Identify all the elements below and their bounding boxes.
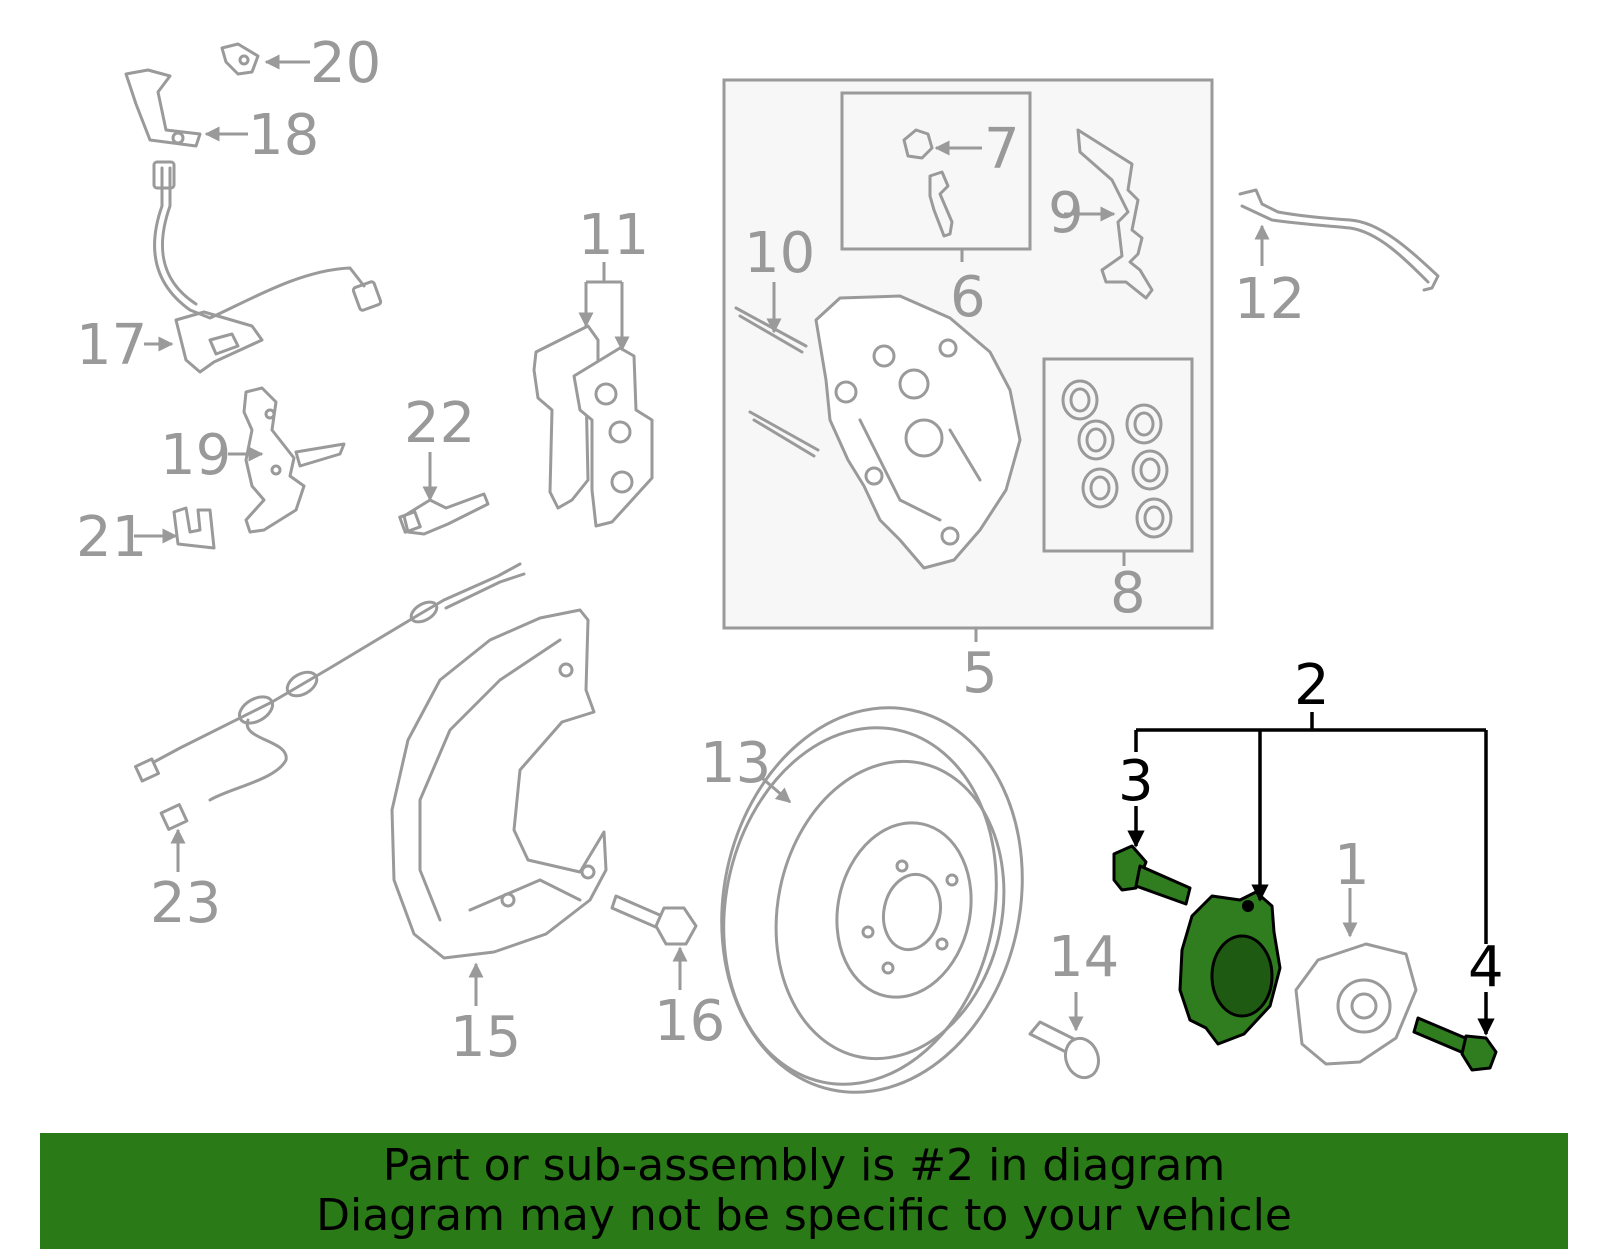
callout-11: 11: [578, 203, 649, 268]
callout-12: 12: [1234, 267, 1305, 332]
part-23-harness: [133, 562, 526, 831]
callout-13: 13: [700, 731, 771, 796]
callout-23: 23: [150, 871, 221, 936]
part-1-hub: [1294, 942, 1418, 1066]
part-5-caliper: [814, 294, 1022, 570]
bleeder-kit-box: [840, 91, 1032, 251]
info-banner: Part or sub-assembly is #2 in diagram Di…: [40, 1133, 1568, 1249]
part-8-seals: [1061, 379, 1173, 539]
part-16-bolt: [610, 894, 698, 946]
callout-20: 20: [310, 31, 381, 96]
callout-19: 19: [160, 423, 231, 488]
part-6-bleeder: [928, 170, 954, 238]
callout-18: 18: [248, 103, 319, 168]
callout-3[interactable]: 3: [1118, 749, 1154, 814]
part-3-bolt[interactable]: [1112, 844, 1192, 906]
callout-17: 17: [76, 313, 147, 378]
part-13-rotor: [720, 706, 1024, 1094]
callout-15: 15: [450, 1005, 521, 1070]
part-19-bracket: [242, 386, 346, 534]
callout-4[interactable]: 4: [1468, 935, 1504, 1000]
callout-2[interactable]: 2: [1294, 653, 1330, 718]
callout-5: 5: [962, 641, 998, 706]
part-2-bearing-housing[interactable]: [1178, 890, 1282, 1046]
part-18-bracket: [124, 68, 202, 148]
part-11-brake-pads: [532, 324, 654, 528]
callout-7: 7: [984, 117, 1020, 182]
part-15-dust-shield: [390, 608, 608, 960]
leader-lines: [134, 54, 1358, 1032]
part-14-bolt: [1028, 1020, 1101, 1080]
callout-22: 22: [404, 391, 475, 456]
part-20-clip: [220, 42, 260, 76]
callout-9: 9: [1048, 181, 1084, 246]
seal-kit-box: [1042, 357, 1194, 553]
callout-21: 21: [76, 505, 147, 570]
part-4-bolt[interactable]: [1412, 1016, 1498, 1072]
callout-14: 14: [1048, 925, 1119, 990]
part-17-brake-hose: [152, 160, 383, 374]
part-21-clip: [172, 506, 216, 550]
callout-10: 10: [744, 221, 815, 286]
part-9-spring: [1076, 128, 1154, 300]
callout-1: 1: [1334, 833, 1370, 898]
part-12-wear-sensor: [1238, 188, 1440, 292]
banner-line-2: Diagram may not be specific to your vehi…: [316, 1190, 1292, 1241]
callout-8: 8: [1110, 561, 1146, 626]
part-7-cap: [902, 128, 934, 160]
part-22-sensor: [398, 492, 490, 536]
callout-6: 6: [950, 265, 986, 330]
callout-16: 16: [654, 989, 725, 1054]
leader-lines-highlighted: [1127, 712, 1495, 1036]
banner-line-1: Part or sub-assembly is #2 in diagram: [382, 1140, 1226, 1191]
